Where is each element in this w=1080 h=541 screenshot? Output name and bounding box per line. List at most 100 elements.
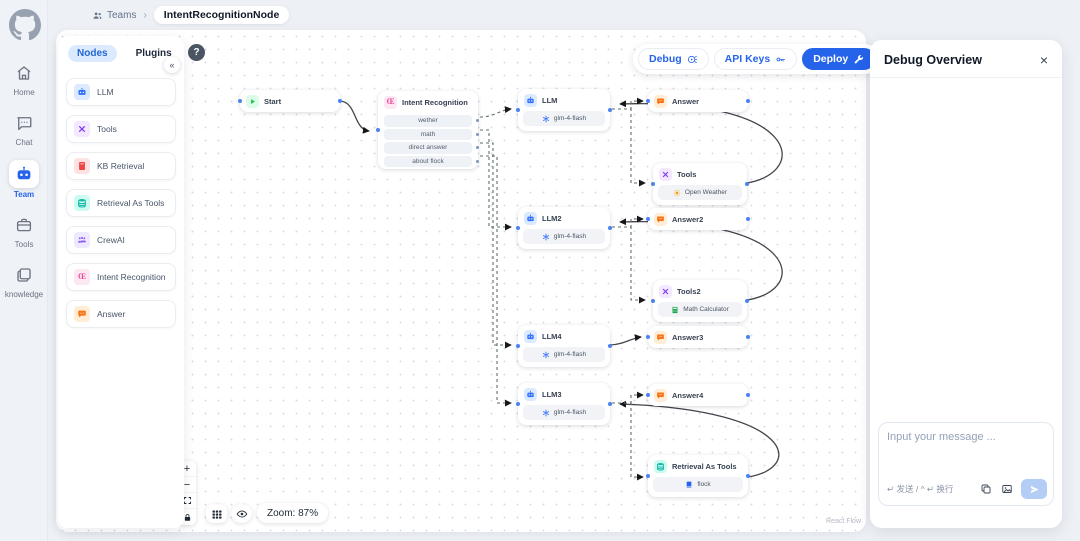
send-button[interactable] xyxy=(1021,479,1047,499)
node-sub-flock[interactable]: flock xyxy=(653,477,743,492)
input-handle[interactable] xyxy=(516,226,520,230)
visibility-button[interactable] xyxy=(231,504,252,523)
message-input[interactable] xyxy=(887,431,1045,477)
sidebar-item-home[interactable]: Home xyxy=(10,60,38,97)
help-button[interactable]: ? xyxy=(188,44,205,61)
react-flow-attribution: React Flow xyxy=(826,518,862,525)
intent-branch-about-flock[interactable]: about flock xyxy=(384,155,479,167)
node-answer3[interactable]: Answer3 xyxy=(646,326,750,348)
collapse-palette-button[interactable]: « xyxy=(164,57,180,73)
tools-x-icon xyxy=(659,167,672,181)
api-keys-button[interactable]: API Keys xyxy=(713,48,798,70)
intent-branch-direct-answer[interactable]: direct answer xyxy=(384,142,479,154)
node-sub-glm-4-flash[interactable]: glm-4-flash xyxy=(523,111,605,126)
input-handle[interactable] xyxy=(516,108,520,112)
input-handle[interactable] xyxy=(376,128,380,132)
branch-handle[interactable] xyxy=(476,159,479,163)
node-sub-math-calculator[interactable]: Math Calculator xyxy=(658,302,742,317)
node-title: Answer2 xyxy=(672,214,704,224)
close-icon[interactable]: × xyxy=(1039,52,1048,68)
input-handle[interactable] xyxy=(646,393,650,397)
intent-branch-math[interactable]: math xyxy=(384,128,479,140)
input-handle[interactable] xyxy=(646,335,650,339)
layout-grid-button[interactable] xyxy=(206,504,227,523)
node-sub-glm-4-flash[interactable]: glm-4-flash xyxy=(523,347,605,362)
home-icon xyxy=(10,60,38,86)
spark-icon xyxy=(542,233,550,241)
breadcrumb-teams[interactable]: Teams xyxy=(92,10,136,21)
sidebar-item-knowledge[interactable]: knowledge xyxy=(5,262,43,299)
output-handle[interactable] xyxy=(746,99,750,103)
output-handle[interactable] xyxy=(608,226,612,230)
output-handle[interactable] xyxy=(608,108,612,112)
deploy-button[interactable]: Deploy xyxy=(802,48,876,70)
input-handle[interactable] xyxy=(651,299,655,303)
output-handle[interactable] xyxy=(746,217,750,221)
sidebar-item-team[interactable]: Team xyxy=(9,160,39,199)
node-sub-glm-4-flash[interactable]: glm-4-flash xyxy=(523,405,605,420)
output-handle[interactable] xyxy=(745,299,749,303)
palette-item-crewai[interactable]: CrewAI xyxy=(66,226,176,254)
node-start[interactable]: Start xyxy=(238,90,342,112)
palette-item-label: Tools xyxy=(97,124,117,134)
node-answer2[interactable]: Answer2 xyxy=(646,208,750,230)
robot-icon xyxy=(74,84,90,100)
input-handle[interactable] xyxy=(238,99,242,103)
input-handle[interactable] xyxy=(516,344,520,348)
tab-plugins[interactable]: Plugins xyxy=(135,48,172,59)
node-sub-open-weather[interactable]: Open Weather xyxy=(658,185,742,200)
node-header: Start xyxy=(240,90,340,112)
output-handle[interactable] xyxy=(745,182,749,186)
crew-icon xyxy=(74,232,90,248)
zoom-in-button[interactable]: + xyxy=(178,461,196,477)
branch-handle[interactable] xyxy=(476,146,479,150)
github-logo[interactable] xyxy=(8,8,41,41)
output-handle[interactable] xyxy=(746,474,750,478)
tab-nodes[interactable]: Nodes xyxy=(68,45,117,62)
input-handle[interactable] xyxy=(646,99,650,103)
input-handle[interactable] xyxy=(651,182,655,186)
output-handle[interactable] xyxy=(746,335,750,339)
branch-handle[interactable] xyxy=(476,119,479,123)
sidebar-item-chat[interactable]: Chat xyxy=(10,110,38,147)
breadcrumb-current[interactable]: IntentRecognitionNode xyxy=(153,6,290,24)
node-answer4[interactable]: Answer4 xyxy=(646,384,750,406)
output-handle[interactable] xyxy=(746,393,750,397)
input-handle[interactable] xyxy=(646,474,650,478)
node-answer[interactable]: Answer xyxy=(646,90,750,112)
zoom-out-button[interactable]: − xyxy=(178,477,196,493)
branch-handle[interactable] xyxy=(476,132,479,136)
debug-button[interactable]: Debug xyxy=(638,48,709,70)
palette-item-kb-retrieval[interactable]: KB Retrieval xyxy=(66,152,176,180)
sidebar-item-tools[interactable]: Tools xyxy=(10,212,38,249)
node-title: LLM xyxy=(542,95,558,105)
node-sub-glm-4-flash[interactable]: glm-4-flash xyxy=(523,229,605,244)
fit-view-button[interactable] xyxy=(178,493,196,509)
output-handle[interactable] xyxy=(608,344,612,348)
copy-icon[interactable] xyxy=(979,483,992,496)
image-icon[interactable] xyxy=(1000,483,1013,496)
palette-item-retrieval-as-tools[interactable]: Retrieval As Tools xyxy=(66,189,176,217)
palette-item-llm[interactable]: LLM xyxy=(66,78,176,106)
lock-button[interactable] xyxy=(178,509,196,525)
intent-branch-wether[interactable]: wether xyxy=(384,115,479,127)
node-header: Answer xyxy=(648,90,748,112)
input-handle[interactable] xyxy=(646,217,650,221)
output-handle[interactable] xyxy=(338,99,342,103)
palette-item-tools[interactable]: Tools xyxy=(66,115,176,143)
output-handle[interactable] xyxy=(608,402,612,406)
palette-item-answer[interactable]: Answer xyxy=(66,300,176,328)
node-llm[interactable]: LLM glm-4-flash xyxy=(516,89,612,131)
input-handle[interactable] xyxy=(516,402,520,406)
spark-icon xyxy=(542,115,550,123)
